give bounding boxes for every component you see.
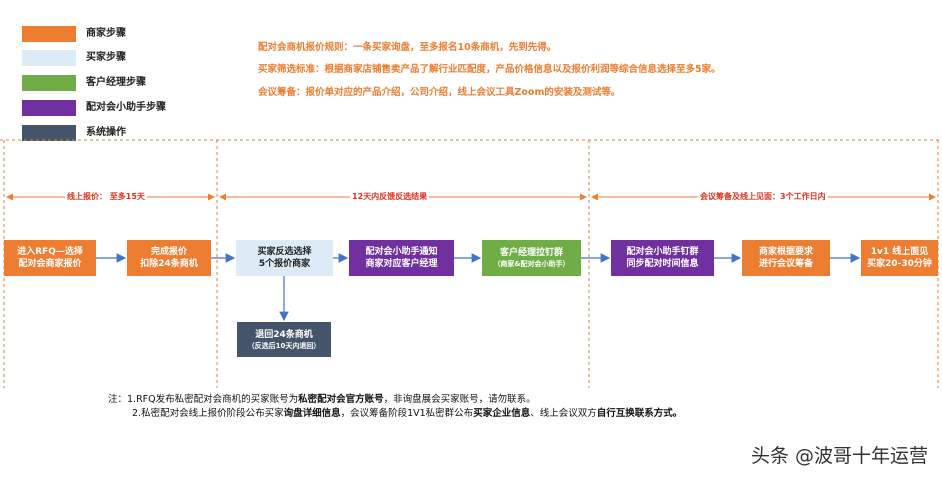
legend-label-merchant: 商家步骤 (86, 28, 126, 39)
note-1-suffix: ，非询盘展会买家账号，请勿联系。 (383, 394, 536, 405)
step-enter-rfq: 进入RFQ—选择 配对会商家报价 (4, 240, 96, 276)
step-1v1-meeting-line2: 买家20-30分钟 (867, 259, 932, 269)
note-1-prefix: 注：1.RFQ发布私密配对会商机的买家账号为 (108, 394, 299, 405)
phase-label-feedback: 12天内反馈反选结果 (350, 191, 430, 202)
step-cm-group-line2: （商家&配对会小助手） (493, 260, 570, 268)
rule-meeting-prep: 会议筹备：报价单对应的产品介绍，公司介绍，线上会议工具Zoom的安装及测试等。 (258, 87, 621, 98)
note-2-b: 询盘详细信息 (283, 408, 341, 419)
step-cm-group: 客户经理拉钉群 （商家&配对会小助手） (482, 240, 581, 276)
note-2-c: ，会议筹备阶段1V1私密群公布 (340, 408, 474, 419)
note-2-d: 买家企业信息 (473, 408, 531, 419)
step-assistant-sync-line2: 同步配对时间信息 (626, 259, 699, 269)
step-buyer-select-line2: 5个报价商家 (258, 259, 311, 269)
watermark: 头条 @波哥十年运营 (750, 445, 928, 467)
legend-swatch-buyer (22, 50, 76, 66)
phase-label-quote: 线上报价： 至多15天 (65, 191, 147, 202)
step-system-refund: 退回24条商机 （反选后10天内退回） (237, 322, 331, 357)
phase-label-meeting: 会议筹备及线上见面：3个工作日内 (698, 191, 828, 202)
step-enter-rfq-line2: 配对会商家报价 (18, 259, 82, 269)
legend-label-system: 系统操作 (86, 127, 126, 138)
rule-quote: 配对会商机报价规则：一条买家询盘，至多报名10条商机，先到先得。 (258, 42, 557, 53)
note-2-f: 自行互换联系方式。 (596, 408, 683, 419)
step-system-refund-line1: 退回24条商机 (255, 329, 313, 340)
step-1v1-meeting-line1: 1v1 线上面见 (870, 247, 929, 257)
step-1v1-meeting: 1v1 线上面见 买家20-30分钟 (861, 240, 938, 276)
step-assistant-sync: 配对会小助手钉群 同步配对时间信息 (611, 240, 714, 276)
step-complete-quote-line2: 扣除24条商机 (140, 259, 198, 269)
legend-label-cm: 客户经理步骤 (86, 77, 146, 88)
legend-swatch-merchant (22, 26, 76, 42)
step-merchant-prep-line2: 进行会议筹备 (758, 259, 813, 269)
step-system-refund-line2: （反选后10天内退回） (247, 341, 321, 350)
step-assistant-notify-line1: 配对会小助手通知 (365, 247, 438, 257)
step-merchant-prep: 商家根据要求 进行会议筹备 (742, 240, 830, 276)
note-2-e: 、线上会议双方 (530, 408, 597, 419)
step-complete-quote-line1: 完成报价 (150, 247, 187, 257)
legend-label-buyer: 买家步骤 (86, 52, 126, 63)
note-2: 2.私密配对会线上报价阶段公布买家询盘详细信息，会议筹备阶段1V1私密群公布买家… (132, 405, 682, 419)
legend-swatch-cm (22, 75, 76, 91)
step-merchant-prep-line1: 商家根据要求 (758, 247, 813, 257)
step-assistant-notify-line2: 商家对应客户经理 (365, 259, 438, 269)
note-2-a: 2.私密配对会线上报价阶段公布买家 (132, 408, 284, 419)
step-buyer-select-line1: 买家反选选择 (257, 247, 312, 257)
step-cm-group-line1: 客户经理拉钉群 (499, 248, 563, 258)
note-1: 注：1.RFQ发布私密配对会商机的买家账号为私密配对会官方账号，非询盘展会买家账… (108, 391, 536, 405)
step-enter-rfq-line1: 进入RFQ—选择 (17, 247, 83, 257)
rule-buyer-filter: 买家筛选标准：根据商家店铺售卖产品了解行业匹配度，产品价格信息以及报价利润等综合… (258, 64, 721, 75)
step-assistant-notify: 配对会小助手通知 商家对应客户经理 (349, 240, 454, 276)
legend-swatch-assistant (22, 100, 76, 116)
step-buyer-select: 买家反选选择 5个报价商家 (236, 240, 333, 276)
legend-swatch-system (22, 125, 76, 141)
note-1-bold: 私密配对会官方账号 (298, 394, 384, 405)
legend-label-assistant: 配对会小助手步骤 (86, 102, 166, 113)
step-assistant-sync-line1: 配对会小助手钉群 (626, 247, 699, 257)
step-complete-quote: 完成报价 扣除24条商机 (127, 240, 211, 276)
